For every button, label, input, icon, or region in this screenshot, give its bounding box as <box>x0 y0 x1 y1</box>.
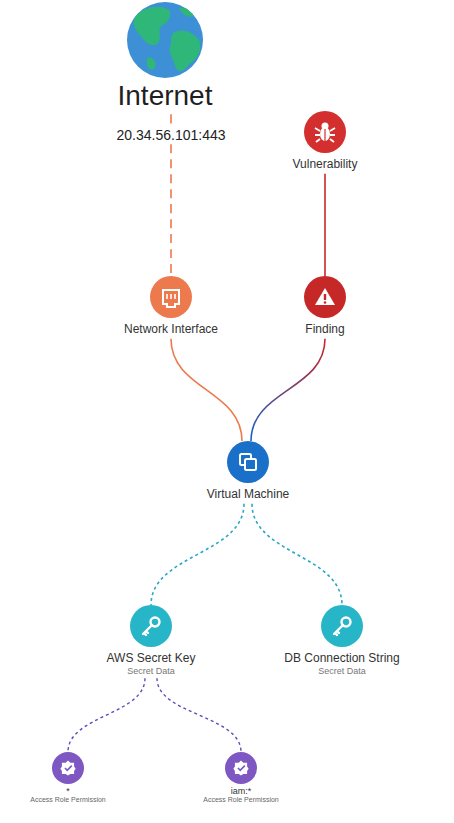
node-icon-svg <box>130 605 172 647</box>
node-label: * <box>66 786 70 796</box>
resource-node: iam:*Access Role Permission <box>201 752 281 804</box>
icon-disc <box>321 605 363 647</box>
node-icon <box>227 441 269 483</box>
resource-node: DB Connection StringSecret Data <box>282 605 402 676</box>
node-label: AWS Secret Key <box>107 652 196 666</box>
node-label: Virtual Machine <box>207 488 290 502</box>
node-icon-svg <box>227 441 269 483</box>
connector <box>251 339 325 441</box>
node-icon <box>304 111 346 153</box>
node-label: Vulnerability <box>293 158 358 172</box>
resource-node: *Access Role Permission <box>28 752 108 804</box>
globe-land <box>170 30 201 71</box>
node-icon <box>304 276 346 318</box>
node-icon <box>127 2 203 78</box>
node-label: Network Interface <box>124 323 218 337</box>
connector <box>68 678 145 752</box>
node-icon-svg <box>150 276 192 318</box>
warn-glyph <box>315 288 335 305</box>
internet-node: Internet <box>116 2 215 112</box>
icon-disc <box>130 605 172 647</box>
node-icon-svg <box>304 276 346 318</box>
bug-glyph <box>315 123 335 143</box>
connector <box>151 504 244 605</box>
node-icon <box>150 276 192 318</box>
node-icon-svg <box>304 111 346 153</box>
resource-node: AWS Secret KeySecret Data <box>105 605 198 676</box>
node-sublabel: Access Role Permission <box>203 796 278 804</box>
node-icon <box>321 605 363 647</box>
icon-disc <box>225 752 257 784</box>
node-icon <box>52 752 84 784</box>
icon-disc <box>227 441 269 483</box>
icon-disc <box>52 752 84 784</box>
node-label: DB Connection String <box>284 652 399 666</box>
globe-ocean <box>127 2 203 78</box>
node-sublabel: Secret Data <box>318 666 366 676</box>
resource-node: Vulnerability <box>291 111 360 172</box>
node-icon <box>130 605 172 647</box>
connector <box>157 678 241 752</box>
icon-disc <box>304 276 346 318</box>
node-icon-svg <box>127 2 203 78</box>
node-sublabel: Access Role Permission <box>30 796 105 804</box>
node-icon-svg <box>321 605 363 647</box>
badge-glyph <box>233 760 248 775</box>
vm-glyph <box>240 454 256 470</box>
node-label: Internet <box>118 80 213 112</box>
icon-disc <box>304 111 346 153</box>
connector <box>171 339 242 441</box>
key-glyph <box>334 618 351 636</box>
globe-land <box>179 7 195 16</box>
connector <box>252 504 342 605</box>
node-label: Finding <box>305 323 344 337</box>
node-label: iam:* <box>231 786 252 796</box>
edge-label: 20.34.56.101:443 <box>114 126 229 144</box>
node-icon-svg <box>52 752 84 784</box>
icon-disc <box>150 276 192 318</box>
connector <box>324 174 326 276</box>
node-sublabel: Secret Data <box>127 666 175 676</box>
resource-node: Finding <box>302 276 348 337</box>
node-icon-svg <box>225 752 257 784</box>
key-glyph <box>143 618 160 636</box>
badge-glyph <box>60 760 75 775</box>
resource-node: Virtual Machine <box>205 441 292 502</box>
node-icon <box>225 752 257 784</box>
resource-node: Network Interface <box>122 276 221 337</box>
port-glyph <box>163 290 179 307</box>
globe-land <box>147 58 156 70</box>
globe-land <box>134 7 171 46</box>
